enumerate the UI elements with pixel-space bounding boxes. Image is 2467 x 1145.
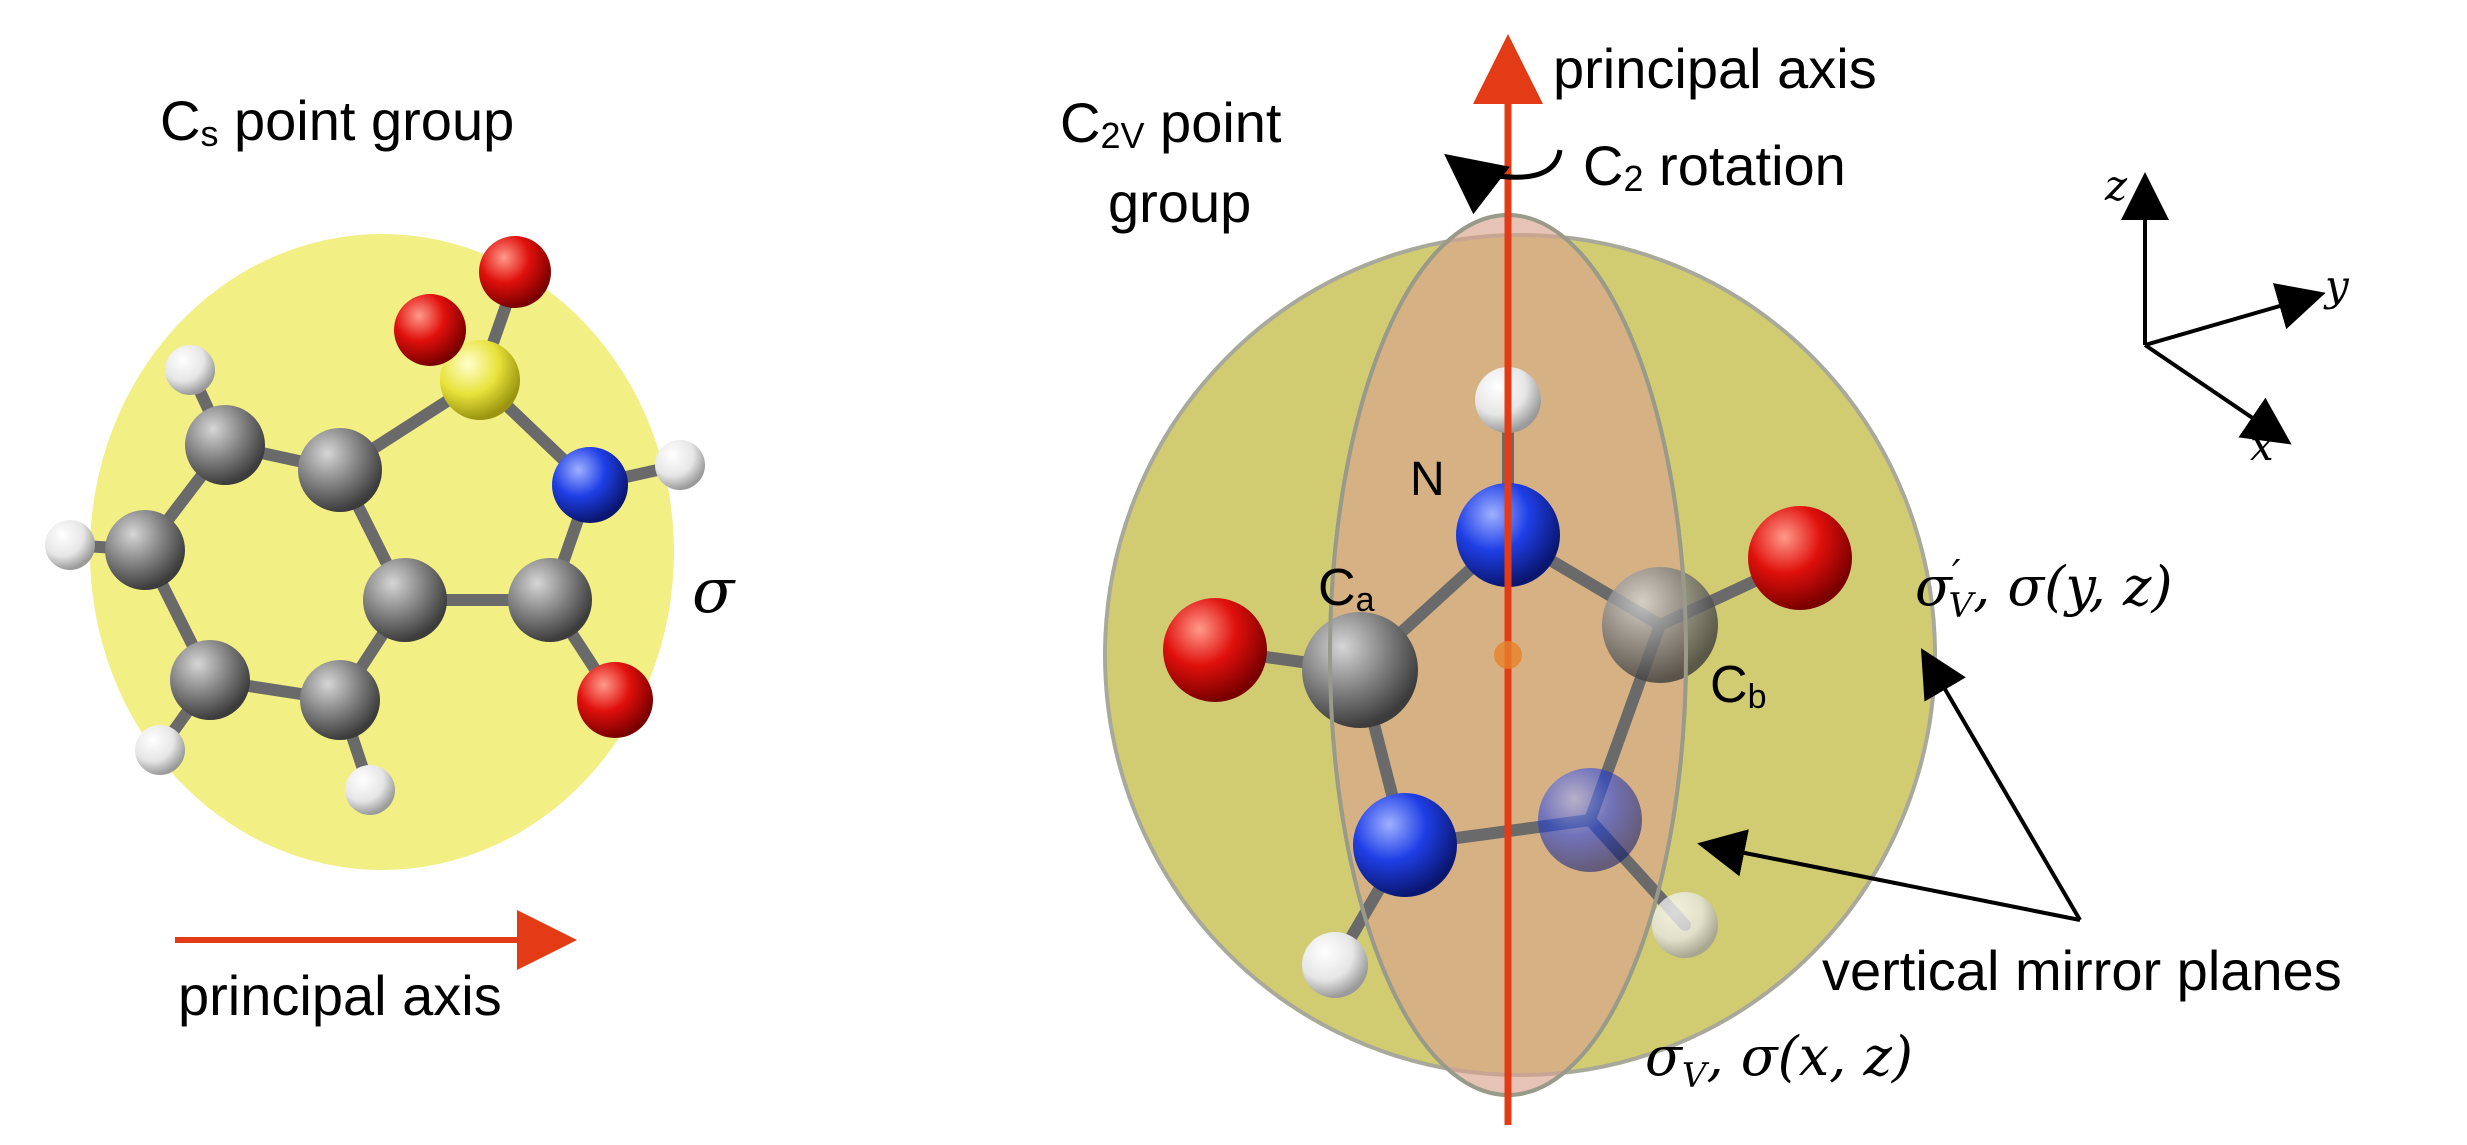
pointer-to-sigma-v (1697, 829, 2081, 922)
x-axis-arrow (2143, 343, 2292, 445)
c2-rotation-label: C2 rotation (1583, 134, 1846, 199)
y-axis-label: y (2323, 261, 2350, 310)
atom-c (363, 558, 447, 642)
pointer-to-sigma-v-prime (1920, 648, 2082, 922)
sigma-v-label: σV, σ(x, z) (1645, 1025, 1913, 1096)
atom-h (135, 725, 185, 775)
atom-o (479, 236, 551, 308)
atom-h (165, 345, 215, 395)
sigma-label: σ (692, 554, 736, 627)
atom-o (1748, 506, 1852, 610)
atom-n (1538, 768, 1642, 872)
atom-c (300, 660, 380, 740)
atom-o (1163, 598, 1267, 702)
center-of-inversion-dot (1494, 641, 1522, 669)
c2-rotation-arrow (1444, 149, 1563, 215)
atom-cb (1602, 567, 1718, 683)
atom-label-cb: Cb (1710, 656, 1766, 716)
x-axis-label: x (2250, 421, 2274, 470)
atom-label-n: N (1410, 453, 1445, 506)
cs-panel: Cs point group (45, 89, 736, 1027)
atom-h (1302, 932, 1368, 998)
atom-c (508, 558, 592, 642)
atom-ca (1302, 612, 1418, 728)
atom-h (1652, 892, 1718, 958)
y-axis-arrow (2144, 283, 2326, 347)
atom-o (394, 294, 466, 366)
sigma-v-prime-label: σ′V, σ(y, z) (1915, 552, 2173, 626)
axes-triad: z y x (2104, 161, 2350, 470)
atom-c (185, 405, 265, 485)
atom-n (1353, 793, 1457, 897)
atom-h (655, 440, 705, 490)
atom-c (170, 640, 250, 720)
atom-h (345, 765, 395, 815)
cs-atoms (45, 236, 705, 815)
cs-principal-axis-label: principal axis (178, 964, 502, 1027)
vertical-mirror-planes-label: vertical mirror planes (1822, 939, 2342, 1002)
atom-s (440, 340, 520, 420)
c2v-panel: C2V point group (1060, 34, 2342, 1125)
atom-o (577, 662, 653, 738)
c2v-title-line1: C2V point (1060, 91, 1282, 156)
cs-title: Cs point group (160, 89, 514, 154)
z-axis-label: z (2104, 161, 2128, 210)
atom-c (298, 428, 382, 512)
atom-label-ca: Ca (1318, 559, 1375, 619)
atom-h (45, 520, 95, 570)
atom-n (552, 447, 628, 523)
c2v-principal-axis-label: principal axis (1553, 37, 1877, 100)
atom-c (105, 510, 185, 590)
c2v-title-line2: group (1108, 171, 1251, 234)
